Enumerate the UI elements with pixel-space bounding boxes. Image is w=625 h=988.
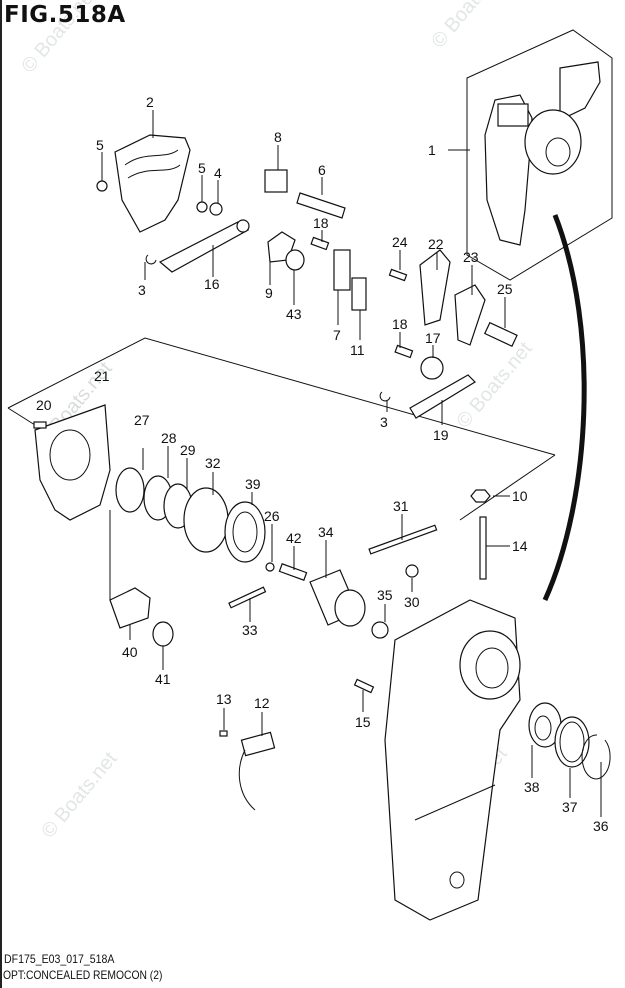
- part-6-shaft[interactable]: [296, 192, 346, 219]
- callout-20[interactable]: 20: [36, 397, 52, 413]
- leader-lines: [101, 110, 602, 817]
- part-37-washer[interactable]: [554, 716, 590, 768]
- part-40-bracket[interactable]: [109, 587, 151, 629]
- callout-24[interactable]: 24: [392, 234, 408, 250]
- main-case[interactable]: [384, 599, 521, 921]
- callout-22[interactable]: 22: [428, 236, 444, 252]
- part-41-collar[interactable]: [152, 621, 174, 647]
- part-8-block[interactable]: [264, 169, 288, 193]
- callout-13[interactable]: 13: [216, 691, 232, 707]
- callout-11[interactable]: 11: [350, 342, 365, 358]
- callout-27[interactable]: 27: [134, 412, 150, 428]
- callout-1[interactable]: 1: [428, 142, 436, 158]
- part-10-nut[interactable]: [470, 489, 491, 503]
- callout-12[interactable]: 12: [254, 695, 270, 711]
- part-14-stud[interactable]: [479, 516, 487, 580]
- callout-25[interactable]: 25: [497, 281, 513, 297]
- part-17-washer[interactable]: [420, 356, 444, 380]
- part-35-bushing[interactable]: [371, 621, 389, 639]
- callout-33[interactable]: 33: [242, 622, 258, 638]
- callout-18[interactable]: 18: [313, 215, 329, 231]
- callout-14[interactable]: 14: [512, 538, 528, 554]
- part-2-cover[interactable]: [114, 134, 191, 233]
- callout-21[interactable]: 21: [94, 368, 110, 384]
- cable-arc: [542, 214, 587, 602]
- callout-29[interactable]: 29: [180, 442, 196, 458]
- part-21-housing-plate[interactable]: [34, 404, 111, 521]
- callout-36[interactable]: 36: [593, 818, 609, 834]
- callout-3[interactable]: 3: [380, 414, 388, 430]
- part-12-switch[interactable]: [240, 731, 276, 757]
- callout-35[interactable]: 35: [377, 587, 393, 603]
- part-39-washer[interactable]: [224, 501, 266, 563]
- callout-41[interactable]: 41: [155, 671, 171, 687]
- callout-10[interactable]: 10: [512, 488, 528, 504]
- part-18-bolt[interactable]: [394, 344, 414, 359]
- callout-9[interactable]: 9: [265, 285, 273, 301]
- callout-30[interactable]: 30: [404, 594, 420, 610]
- callout-17[interactable]: 17: [425, 330, 441, 346]
- callout-19[interactable]: 19: [433, 427, 449, 443]
- part-30-ball[interactable]: [405, 564, 419, 578]
- part-31-rod[interactable]: [368, 524, 438, 555]
- remote-control-assembly-box: [466, 29, 613, 281]
- part-1-remote-control[interactable]: [484, 61, 601, 246]
- part-25-spring[interactable]: [483, 321, 518, 347]
- callout-26[interactable]: 26: [264, 508, 280, 524]
- part-26-screw[interactable]: [265, 562, 275, 572]
- part-16-lever[interactable]: [158, 221, 250, 273]
- callout-15[interactable]: 15: [355, 714, 371, 730]
- part-5-o-ring[interactable]: [196, 201, 208, 213]
- callout-16[interactable]: 16: [204, 276, 220, 292]
- part-4-washer[interactable]: [209, 202, 223, 216]
- callout-8[interactable]: 8: [274, 129, 282, 145]
- callout-2[interactable]: 2: [146, 94, 154, 110]
- part-33-pin[interactable]: [228, 586, 267, 609]
- callout-labels: 1 2 3 3 4 5 5 6 7 8 9 10 11 12 13 14 15 …: [36, 94, 609, 834]
- callout-28[interactable]: 28: [161, 430, 177, 446]
- callout-7[interactable]: 7: [333, 327, 341, 343]
- part-7-plate[interactable]: [333, 249, 351, 291]
- part-5-o-ring[interactable]: [96, 180, 108, 192]
- callout-31[interactable]: 31: [393, 498, 409, 514]
- callout-34[interactable]: 34: [318, 524, 334, 540]
- callout-38[interactable]: 38: [524, 779, 540, 795]
- part-18-bolt[interactable]: [310, 236, 330, 251]
- figure-title: FIG.518A: [4, 2, 126, 28]
- callout-18[interactable]: 18: [392, 316, 408, 332]
- part-11-plate[interactable]: [351, 277, 367, 311]
- page-border: [0, 0, 2, 988]
- callout-4[interactable]: 4: [214, 165, 222, 181]
- callout-42[interactable]: 42: [286, 530, 302, 546]
- figure-name: OPT:CONCEALED REMOCON (2): [3, 968, 163, 982]
- callout-6[interactable]: 6: [318, 162, 326, 178]
- part-3-clip[interactable]: [145, 254, 157, 265]
- part-15-screw[interactable]: [353, 678, 375, 694]
- callout-39[interactable]: 39: [245, 476, 261, 492]
- callout-3[interactable]: 3: [138, 282, 146, 298]
- callout-32[interactable]: 32: [205, 455, 221, 471]
- figure-code: DF175_E03_017_518A: [4, 952, 115, 966]
- part-32-gear[interactable]: [183, 487, 229, 553]
- callout-37[interactable]: 37: [562, 799, 578, 815]
- part-13-screw[interactable]: [219, 730, 228, 737]
- part-43-bushing[interactable]: [285, 249, 305, 271]
- part-3-clip[interactable]: [379, 391, 391, 402]
- callout-5[interactable]: 5: [96, 137, 104, 153]
- part-36-snap-ring[interactable]: [581, 734, 611, 780]
- callout-23[interactable]: 23: [463, 249, 479, 265]
- part-23-cam[interactable]: [454, 284, 486, 346]
- callout-40[interactable]: 40: [122, 644, 138, 660]
- part-42-pin[interactable]: [278, 563, 308, 581]
- part-19-link[interactable]: [409, 374, 476, 419]
- callout-43[interactable]: 43: [286, 306, 302, 322]
- callout-5[interactable]: 5: [198, 160, 206, 176]
- part-27-spring[interactable]: [115, 467, 145, 513]
- part-20-screw[interactable]: [33, 421, 47, 429]
- part-24-screw[interactable]: [388, 268, 408, 282]
- part-22-cam[interactable]: [419, 249, 451, 326]
